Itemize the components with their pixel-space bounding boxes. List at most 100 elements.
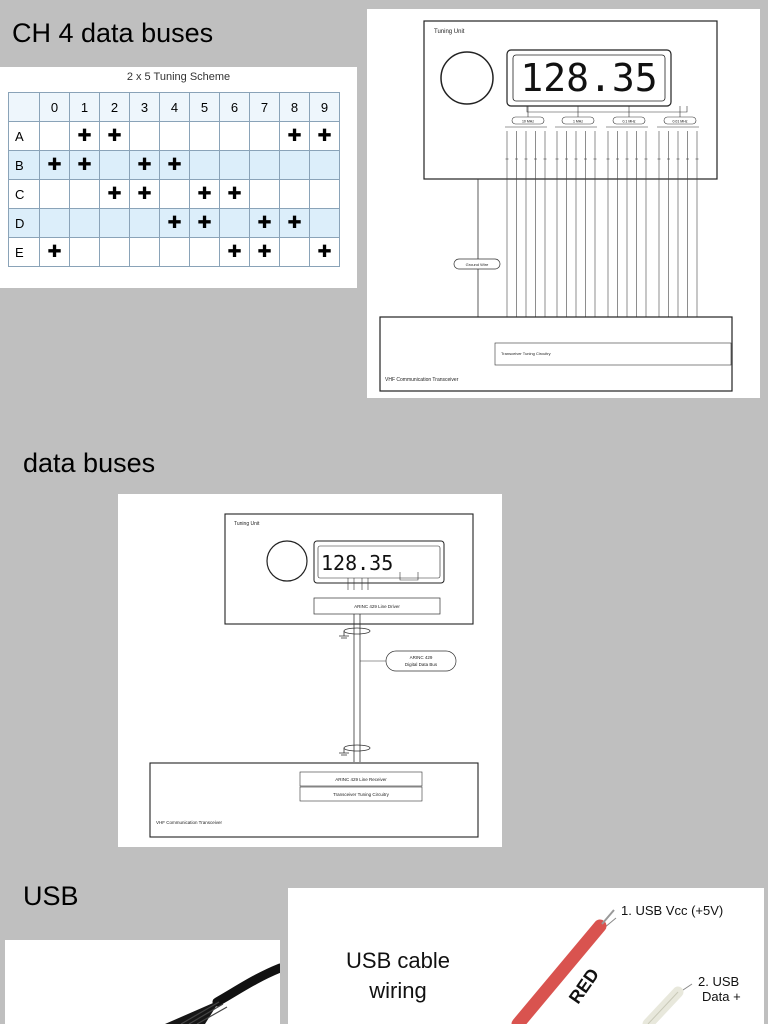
heading-ch4-data-buses: CH 4 data buses (12, 18, 214, 48)
table-cell (129, 237, 160, 267)
column-header: 8 (279, 92, 310, 122)
table-cell (189, 121, 220, 151)
bus-label-line1: ARINC 429 (410, 655, 433, 660)
table-cell (249, 179, 280, 209)
table-row: D✚✚✚✚ (8, 208, 340, 238)
bus-group-label: 1 MHz (573, 120, 583, 124)
table-cell: ✚ (69, 150, 100, 180)
table-cell (69, 237, 100, 267)
table-cell (279, 150, 310, 180)
column-header: 4 (159, 92, 190, 122)
line-driver-label: ARINC 429 Line Driver (354, 604, 400, 609)
table-cell (309, 150, 340, 180)
table-cell (309, 179, 340, 209)
cable-strain-relief (165, 1000, 228, 1024)
table-cell (249, 121, 280, 151)
table-cell: ✚ (279, 208, 310, 238)
plus-mark-icon: ✚ (227, 242, 242, 261)
red-wire (511, 919, 607, 1024)
plus-mark-icon: ✚ (257, 242, 272, 261)
table-cell (279, 179, 310, 209)
column-header: 6 (219, 92, 250, 122)
plus-mark-icon: ✚ (317, 242, 332, 261)
table-cell (99, 208, 130, 238)
table-cell (159, 121, 190, 151)
tuning-circuitry-label: Transceiver Tuning Circuitry (501, 351, 551, 356)
table-cell (279, 237, 310, 267)
row-label: E (8, 237, 40, 267)
table-cell (69, 208, 100, 238)
table-cell: ✚ (129, 150, 160, 180)
table-cell (39, 208, 70, 238)
table-cell: ✚ (159, 150, 190, 180)
wire1-label: 1. USB Vcc (+5V) (621, 903, 723, 918)
table-cell (159, 179, 190, 209)
plus-mark-icon: ✚ (137, 155, 152, 174)
table-cell (69, 179, 100, 209)
table-row: C✚✚✚✚ (8, 179, 340, 209)
plus-mark-icon: ✚ (317, 126, 332, 145)
table-cell (99, 150, 130, 180)
column-header: 9 (309, 92, 340, 122)
table-row: B✚✚✚✚ (8, 150, 340, 180)
table-corner-cell (8, 92, 40, 122)
bus-group-label: 0.01 MHz (673, 120, 688, 124)
usb-wiring-photo: USB cable wiring 1. USB Vcc (+5V) RED 2.… (288, 888, 764, 1024)
table-cell: ✚ (189, 179, 220, 209)
usb-cable-image (165, 963, 280, 1024)
column-header: 3 (129, 92, 160, 122)
table-cell: ✚ (39, 237, 70, 267)
bus-group-label: 0.1 MHz (622, 120, 635, 124)
frequency-display: 128.35 (520, 56, 657, 100)
column-header: 5 (189, 92, 220, 122)
row-label: C (8, 179, 40, 209)
tuning-scheme-title: 2 x 5 Tuning Scheme (126, 71, 231, 83)
table-row: E✚✚✚✚ (8, 237, 340, 267)
column-header: 2 (99, 92, 130, 122)
row-label: D (8, 208, 40, 238)
usb-wiring-title-line2: wiring (368, 978, 426, 1003)
plus-mark-icon: ✚ (287, 126, 302, 145)
column-header: 1 (69, 92, 100, 122)
table-cell: ✚ (159, 208, 190, 238)
table-cell (219, 208, 250, 238)
usb-wiring-image: USB cable wiring 1. USB Vcc (+5V) RED 2.… (346, 903, 741, 1024)
plus-mark-icon: ✚ (77, 155, 92, 174)
usb-connector-photo (5, 940, 280, 1024)
table-row: A✚✚✚✚ (8, 121, 340, 151)
usb-wiring-title-line1: USB cable (346, 948, 450, 973)
plus-mark-icon: ✚ (107, 126, 122, 145)
table-cell: ✚ (309, 121, 340, 151)
plus-mark-icon: ✚ (77, 126, 92, 145)
table-cell (309, 208, 340, 238)
table-cell: ✚ (309, 237, 340, 267)
tuning-unit-label: Tuning Unit (434, 29, 465, 35)
plus-mark-icon: ✚ (167, 155, 182, 174)
table-cell: ✚ (249, 237, 280, 267)
plus-mark-icon: ✚ (197, 184, 212, 203)
wire2-label-line1: 2. USB (698, 974, 739, 989)
plus-mark-icon: ✚ (287, 213, 302, 232)
table-cell (249, 150, 280, 180)
table-cell: ✚ (189, 208, 220, 238)
plus-mark-icon: ✚ (137, 184, 152, 203)
table-cell (129, 208, 160, 238)
column-header: 0 (39, 92, 70, 122)
ground-wire-label: Ground Wire (466, 262, 489, 267)
tuning-unit-label-2: Tuning Unit (234, 521, 260, 527)
table-cell: ✚ (39, 150, 70, 180)
table-cell (129, 121, 160, 151)
table-cell: ✚ (279, 121, 310, 151)
line-receiver-label: ARINC 429 Line Receiver (335, 777, 387, 782)
table-cell (189, 237, 220, 267)
frequency-display-2: 128.35 (321, 551, 393, 575)
table-cell (39, 121, 70, 151)
table-cell: ✚ (99, 121, 130, 151)
wire2-label-line2: Data + (702, 989, 741, 1004)
heading-usb: USB (23, 881, 79, 911)
table-cell (99, 237, 130, 267)
arinc-bus-diagram-svg: Tuning Unit 128.35 ARINC 429 Line Driver… (149, 513, 479, 838)
plus-mark-icon: ✚ (227, 184, 242, 203)
